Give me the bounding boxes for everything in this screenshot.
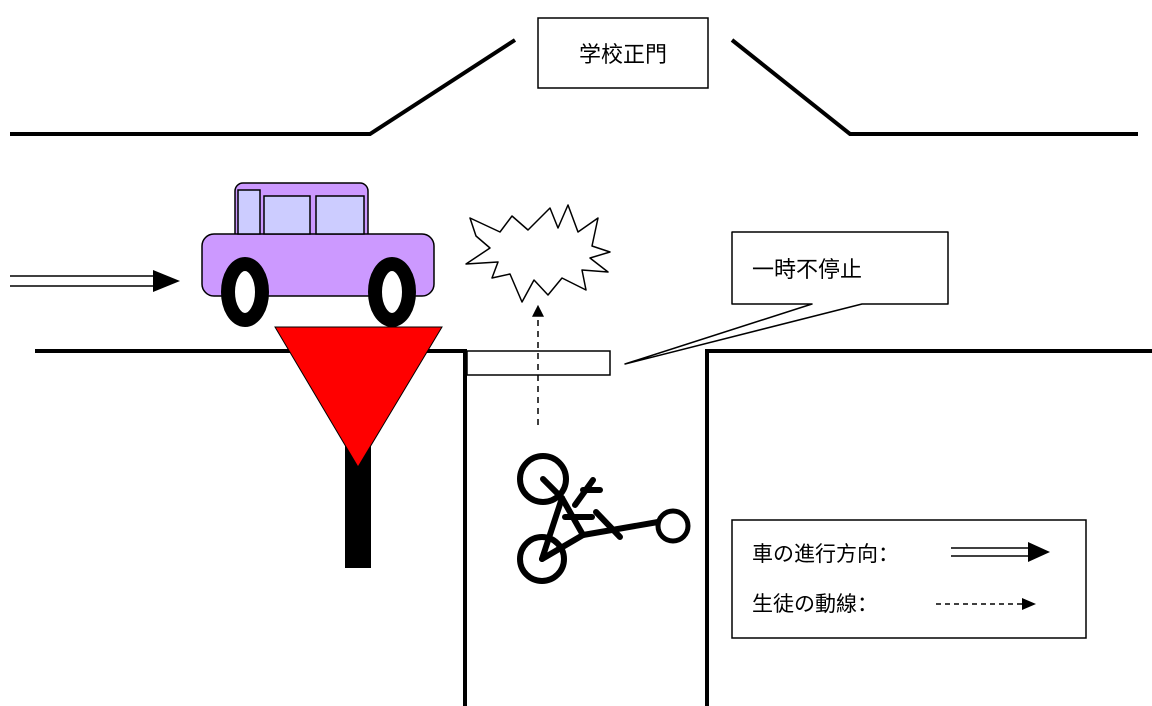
stop-sign-icon xyxy=(274,326,443,568)
road-edge-top-right xyxy=(730,38,1138,136)
car-icon xyxy=(201,182,435,327)
road-edge-lower-left xyxy=(35,349,467,706)
bicycle-icon xyxy=(517,453,691,584)
school-gate-text: 学校正門 xyxy=(579,43,667,68)
no-stop-callout: 一時不停止 xyxy=(624,231,949,365)
legend: 車の進行方向： 生徒の動線： xyxy=(731,519,1087,639)
road-edge-top-left xyxy=(10,38,517,136)
legend-student-label: 生徒の動線： xyxy=(752,592,878,616)
road-edge-lower-right xyxy=(705,349,1152,706)
legend-car-label: 車の進行方向： xyxy=(752,542,899,566)
legend-student-arrow-icon xyxy=(936,598,1036,610)
collision-burst-icon xyxy=(465,204,611,303)
school-gate-label: 学校正門 xyxy=(537,17,709,89)
car-direction-arrow xyxy=(10,270,180,292)
no-stop-text: 一時不停止 xyxy=(752,258,862,283)
legend-car-arrow-icon xyxy=(951,542,1050,562)
